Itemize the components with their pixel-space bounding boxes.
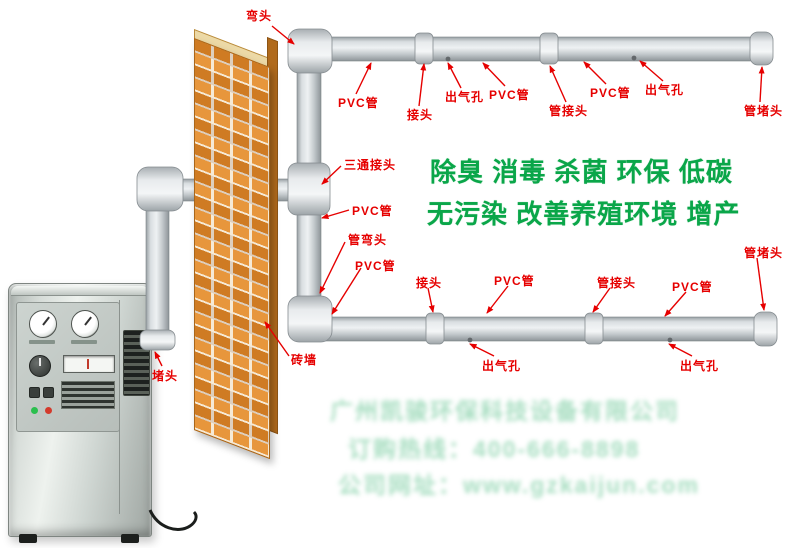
- slogan-line-2: 无污染 改善养殖环境 增产: [427, 199, 741, 229]
- pipe-top-horizontal: [317, 36, 757, 62]
- arrow-pvc-vertical: [321, 209, 350, 220]
- arrow-joint-bottom: [427, 287, 435, 313]
- arrow-plug: [154, 351, 163, 367]
- meter-tick: [87, 359, 89, 369]
- panel-button: [29, 387, 40, 398]
- arrow-joint-top: [418, 63, 427, 107]
- pressure-gauge-right: [71, 310, 99, 338]
- machine-top-band: [11, 286, 149, 296]
- meter-display: [63, 355, 115, 373]
- label-tee-joint: 三通接头: [344, 158, 397, 172]
- label-pipe-coupling: 管接头: [597, 276, 637, 290]
- fitting-top-coupling-2: [539, 32, 559, 65]
- slogan-line-1: 除臭 消毒 杀菌 环保 低碳: [430, 157, 733, 187]
- knob-pointer: [39, 358, 41, 366]
- watermark-line-2: 订购热线：400-666-8898: [348, 436, 641, 462]
- arrow-pipe-elbow: [319, 241, 346, 294]
- label-pipe-endcap: 管堵头: [744, 104, 784, 118]
- label-air-outlet: 出气孔: [482, 359, 522, 373]
- label-pvc-pipe: PVC管: [590, 86, 631, 100]
- arrow-pvc-top-3: [583, 61, 607, 85]
- fitting-top-elbow: [287, 28, 333, 74]
- arrow-airhole-bottom-2: [668, 343, 693, 357]
- air-outlet-hole: [445, 56, 451, 62]
- label-air-outlet: 出气孔: [445, 90, 485, 104]
- label-pvc-pipe: PVC管: [355, 259, 396, 273]
- machine-foot: [121, 534, 139, 543]
- fitting-bottom-coupling-1: [425, 312, 445, 345]
- arrow-airhole-top-2: [639, 60, 664, 82]
- label-pipe-coupling: 管接头: [549, 104, 589, 118]
- machine-foot: [19, 534, 37, 543]
- arrow-pvc-bottom-2: [486, 285, 509, 314]
- label-pipe-endcap: 管堵头: [744, 246, 784, 260]
- air-outlet-hole: [631, 55, 637, 61]
- watermark-line-3: 公司网址：www.gzkaijun.com: [338, 472, 700, 498]
- label-joint: 接头: [416, 276, 443, 290]
- gauge-label-strip: [29, 340, 55, 344]
- fitting-bottom-elbow: [287, 295, 333, 343]
- arrow-airhole-top-1: [447, 62, 462, 89]
- pressure-gauge-left: [29, 310, 57, 338]
- arrow-pvc-top-1: [355, 62, 372, 95]
- fitting-bottom-endcap: [753, 311, 778, 347]
- air-outlet-hole: [667, 337, 673, 343]
- label-pvc-pipe: PVC管: [338, 96, 379, 110]
- label-joint: 接头: [407, 108, 434, 122]
- power-led-green: [31, 407, 38, 414]
- control-knob: [29, 355, 51, 377]
- arrow-pvc-bottom-1: [331, 267, 362, 315]
- machine-control-panel: [16, 302, 120, 432]
- fitting-bottom-coupling-2: [584, 312, 604, 345]
- label-pvc-pipe: PVC管: [352, 204, 393, 218]
- power-cord: [148, 509, 198, 531]
- label-brick-wall: 砖墙: [291, 353, 318, 367]
- arrow-pvc-bottom-3: [664, 291, 687, 317]
- watermark-line-1: 广州凯骏环保科技设备有限公司: [330, 398, 680, 424]
- arrow-endcap-bottom: [756, 257, 767, 311]
- machine-cabinet: [8, 283, 152, 543]
- fitting-top-endcap: [749, 31, 774, 66]
- air-outlet-hole: [467, 337, 473, 343]
- pipe-bottom-horizontal: [317, 316, 761, 342]
- arrow-elbow-top: [271, 25, 295, 45]
- arrow-coupling-bottom: [592, 287, 611, 313]
- panel-button: [43, 387, 54, 398]
- fitting-machine-elbow: [136, 166, 184, 212]
- cabinet-door-seam: [119, 300, 120, 514]
- label-pvc-pipe: PVC管: [672, 280, 713, 294]
- label-plug: 堵头: [152, 369, 179, 383]
- fitting-bottom-plug: [139, 329, 176, 351]
- arrow-airhole-bottom-1: [469, 343, 495, 357]
- arrow-brick-wall: [264, 321, 290, 357]
- alarm-led-red: [45, 407, 52, 414]
- arrow-endcap-top: [758, 66, 765, 103]
- label-air-outlet: 出气孔: [645, 83, 685, 97]
- label-pipe-elbow: 管弯头: [348, 233, 388, 247]
- arrow-coupling-top: [549, 65, 567, 103]
- gauge-label-strip: [71, 340, 97, 344]
- fitting-tee: [287, 162, 331, 216]
- label-elbow: 弯头: [246, 9, 273, 23]
- arrow-pvc-top-2: [482, 62, 506, 87]
- label-air-outlet: 出气孔: [680, 359, 720, 373]
- ozone-generator-machine: [8, 283, 152, 543]
- arrow-tee: [321, 165, 342, 185]
- label-pvc-pipe: PVC管: [494, 274, 535, 288]
- label-pvc-pipe: PVC管: [489, 88, 530, 102]
- panel-vent-grille: [61, 381, 115, 409]
